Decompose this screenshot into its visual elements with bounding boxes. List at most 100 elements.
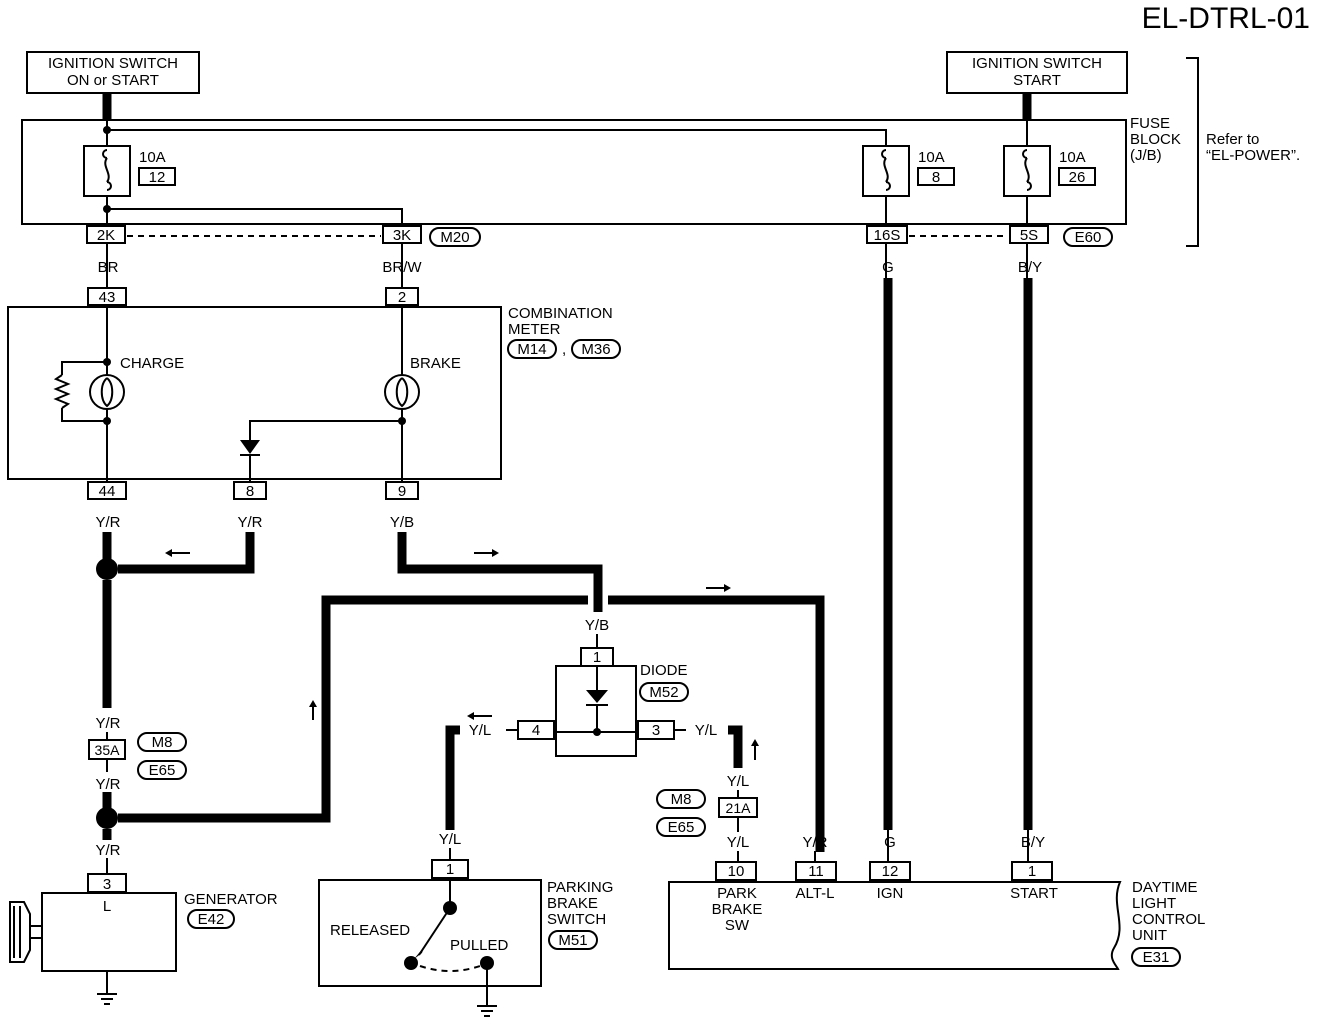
wire-color-yl-pb: Y/L — [439, 831, 462, 848]
svg-text:9: 9 — [398, 483, 406, 500]
wire-color-by-cu: B/Y — [1021, 834, 1045, 851]
svg-text:M36: M36 — [581, 341, 610, 358]
svg-text:CONTROL: CONTROL — [1132, 911, 1205, 928]
svg-text:12: 12 — [149, 169, 166, 186]
svg-text:16S: 16S — [874, 227, 901, 244]
svg-text:10A: 10A — [918, 149, 945, 166]
wire-color-yl-3: Y/L — [695, 722, 718, 739]
svg-text:10A: 10A — [139, 149, 166, 166]
svg-text:1: 1 — [1028, 863, 1036, 880]
svg-text:3K: 3K — [393, 227, 411, 244]
svg-text:GENERATOR: GENERATOR — [184, 891, 278, 908]
svg-text:1: 1 — [446, 861, 454, 878]
svg-text:E65: E65 — [149, 762, 176, 779]
svg-text:IGNITION SWITCH: IGNITION SWITCH — [48, 55, 178, 72]
svg-text:8: 8 — [932, 169, 940, 186]
ignition-switch-start: IGNITION SWITCH START — [946, 51, 1128, 120]
wire-color-br: BR — [98, 259, 119, 276]
fuse-block: FUSE BLOCK (J/B) Refer to “EL-POWER”. 10… — [21, 57, 1300, 247]
wire-color-yl-j2: Y/L — [727, 834, 750, 851]
wire-color-yr-cu: Y/R — [802, 834, 827, 851]
svg-text:ALT-L: ALT-L — [796, 885, 835, 902]
ignition-switch-on-start: IGNITION SWITCH ON or START — [26, 51, 200, 120]
svg-text:(J/B): (J/B) — [1130, 147, 1162, 164]
svg-text:ON or START: ON or START — [67, 72, 159, 89]
connector-id-m20 — [429, 227, 481, 247]
svg-text:44: 44 — [99, 483, 116, 500]
wire-color-yl-4: Y/L — [469, 722, 492, 739]
svg-text:M52: M52 — [649, 684, 678, 701]
svg-text:,: , — [562, 341, 566, 358]
wire-color-yb-9: Y/B — [390, 514, 414, 531]
svg-text:UNIT: UNIT — [1132, 927, 1167, 944]
generator-shaft — [29, 925, 43, 939]
combination-meter: COMBINATION METER M14 , M36 43 2 CHARGE … — [7, 287, 621, 500]
svg-text:SWITCH: SWITCH — [547, 911, 606, 928]
svg-text:START: START — [1010, 885, 1058, 902]
svg-text:35A: 35A — [95, 742, 121, 758]
svg-text:METER: METER — [508, 321, 561, 338]
svg-text:BRAKE: BRAKE — [712, 901, 763, 918]
svg-text:3: 3 — [652, 722, 660, 739]
svg-text:M8: M8 — [671, 791, 692, 808]
svg-text:43: 43 — [99, 289, 116, 306]
svg-text:11: 11 — [808, 863, 824, 880]
svg-text:M14: M14 — [517, 341, 546, 358]
svg-text:M8: M8 — [152, 734, 173, 751]
wire-color-yr-8: Y/R — [237, 514, 262, 531]
svg-text:E65: E65 — [668, 819, 695, 836]
daytime-light-control-unit: 10 11 12 1 PARK BRAKE SW ALT-L IGN START… — [668, 861, 1205, 970]
wire-color-yr-44: Y/R — [95, 514, 120, 531]
svg-text:2K: 2K — [97, 227, 115, 244]
svg-text:SW: SW — [725, 917, 750, 934]
svg-text:E60: E60 — [1075, 229, 1102, 246]
svg-text:M20: M20 — [440, 229, 469, 246]
wire-color-yr-j1: Y/R — [95, 715, 120, 732]
wire-color-g: G — [882, 259, 894, 276]
svg-text:DIODE: DIODE — [640, 662, 688, 679]
connector-id-e60 — [1063, 227, 1113, 247]
svg-text:Refer to: Refer to — [1206, 131, 1259, 148]
parking-brake-switch: 1 RELEASED PULLED PARKING BRAKE SWITCH M… — [318, 859, 613, 1017]
svg-text:21A: 21A — [726, 800, 752, 816]
svg-text:PARK: PARK — [717, 885, 757, 902]
svg-text:8: 8 — [246, 483, 254, 500]
svg-text:2: 2 — [398, 289, 406, 306]
svg-text:FUSE: FUSE — [1130, 115, 1170, 132]
wire-color-yl-j1: Y/L — [727, 773, 750, 790]
wire-color-g-cu: G — [884, 834, 896, 851]
svg-text:BRAKE: BRAKE — [547, 895, 598, 912]
svg-text:26: 26 — [1069, 169, 1086, 186]
page-id: EL-DTRL-01 — [1142, 2, 1310, 35]
svg-text:LIGHT: LIGHT — [1132, 895, 1176, 912]
svg-text:DAYTIME: DAYTIME — [1132, 879, 1198, 896]
svg-text:START: START — [1013, 72, 1061, 89]
generator: 3 L GENERATOR E42 — [9, 873, 278, 1005]
svg-text:BRAKE: BRAKE — [410, 355, 461, 372]
svg-text:CHARGE: CHARGE — [120, 355, 184, 372]
svg-text:PARKING: PARKING — [547, 879, 613, 896]
svg-text:4: 4 — [532, 722, 540, 739]
svg-text:COMBINATION: COMBINATION — [508, 305, 613, 322]
svg-text:E31: E31 — [1143, 949, 1170, 966]
svg-text:L: L — [103, 898, 111, 915]
svg-text:Y/B: Y/B — [585, 617, 609, 634]
svg-text:M51: M51 — [558, 932, 587, 949]
svg-text:5S: 5S — [1020, 227, 1038, 244]
resistor — [53, 374, 71, 409]
svg-text:“EL-POWER”.: “EL-POWER”. — [1206, 147, 1300, 164]
connector-5s — [1009, 225, 1049, 244]
wire-color-yr-j2: Y/R — [95, 776, 120, 793]
svg-text:3: 3 — [103, 876, 111, 893]
wire-color-yr-gen: Y/R — [95, 842, 120, 859]
diode: Y/B 1 DIODE M52 4 3 — [517, 617, 689, 757]
meter-diode — [240, 440, 260, 454]
wire-color-by: B/Y — [1018, 259, 1042, 276]
svg-text:RELEASED: RELEASED — [330, 922, 410, 939]
svg-text:12: 12 — [882, 863, 899, 880]
wire-color-brw: BR/W — [382, 259, 422, 276]
svg-text:1: 1 — [593, 649, 601, 666]
svg-text:10A: 10A — [1059, 149, 1086, 166]
svg-text:IGNITION SWITCH: IGNITION SWITCH — [972, 55, 1102, 72]
